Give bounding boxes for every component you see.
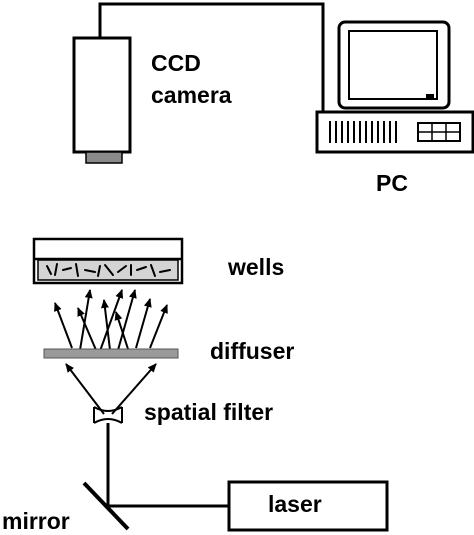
wells-label: wells <box>228 254 285 280</box>
data-cable <box>98 2 325 112</box>
diffuser-icon <box>43 348 179 359</box>
diffuser-label: diffuser <box>210 338 295 364</box>
spatial-filter-label: spatial filter <box>144 399 274 425</box>
spatial-filter-icon <box>93 406 123 424</box>
mirror-label: mirror <box>2 508 70 534</box>
pc-icon <box>315 20 474 154</box>
laser-beam <box>106 423 229 508</box>
ccd-camera-label-line2: camera <box>151 82 232 108</box>
pc-label: PC <box>376 170 408 196</box>
expanded-beam-arrows <box>65 363 157 415</box>
wells-plate-icon <box>32 237 184 285</box>
scattered-light-arrows <box>54 289 168 352</box>
laser-box-icon <box>227 480 389 532</box>
laser-label: laser <box>268 491 322 517</box>
ccd-camera-label-line1: CCD <box>151 50 201 76</box>
ccd-camera-icon <box>72 36 132 164</box>
mirror-icon <box>82 481 130 531</box>
